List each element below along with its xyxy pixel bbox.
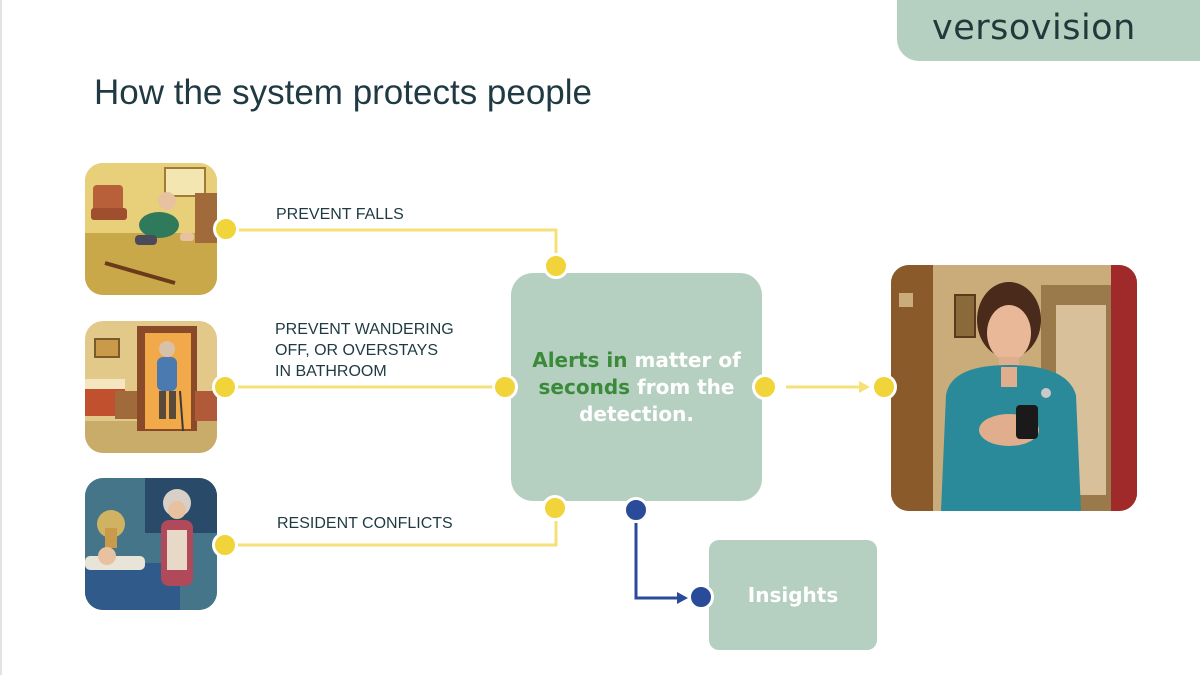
dot-center-left xyxy=(492,374,518,400)
dot-insights-source xyxy=(623,497,649,523)
alerts-box: Alerts in matter of seconds from the det… xyxy=(511,273,762,501)
arrowhead-output xyxy=(859,381,870,393)
dot-center-right xyxy=(752,374,778,400)
dot-center-bottom xyxy=(542,495,568,521)
slide-edge xyxy=(0,0,2,675)
connector-falls xyxy=(228,228,558,266)
dot-falls-photo xyxy=(213,216,239,242)
alerts-emphasis-2: seconds xyxy=(538,374,631,399)
dot-insights-target xyxy=(688,584,714,610)
brand-tab xyxy=(897,0,1200,61)
insights-label: Insights xyxy=(747,583,839,607)
insights-box: Insights xyxy=(709,540,877,650)
label-prevent-falls: PREVENT FALLS xyxy=(276,206,404,223)
alerts-text: Alerts in matter of seconds from the det… xyxy=(522,347,752,428)
alerts-plain-2: from the detection. xyxy=(579,374,735,426)
dot-conflicts-photo xyxy=(212,532,238,558)
photo-conflicts xyxy=(85,478,217,610)
dot-nurse-photo xyxy=(871,374,897,400)
alerts-plain-1: matter of xyxy=(627,347,741,372)
brand-logo: versovision xyxy=(932,8,1136,48)
photo-nurse xyxy=(891,265,1137,511)
label-prevent-wandering: PREVENT WANDERING OFF, OR OVERSTAYS IN B… xyxy=(275,321,454,380)
photo-wandering xyxy=(85,321,217,453)
connector-insights xyxy=(634,512,678,600)
alerts-emphasis-1: Alerts in xyxy=(532,347,628,372)
arrowhead-insights xyxy=(677,592,688,604)
label-resident-conflicts: RESIDENT CONFLICTS xyxy=(277,515,453,532)
dot-center-top xyxy=(543,253,569,279)
slide-title: How the system protects people xyxy=(94,73,593,112)
photo-fall xyxy=(85,163,217,295)
dot-wandering-photo xyxy=(212,374,238,400)
